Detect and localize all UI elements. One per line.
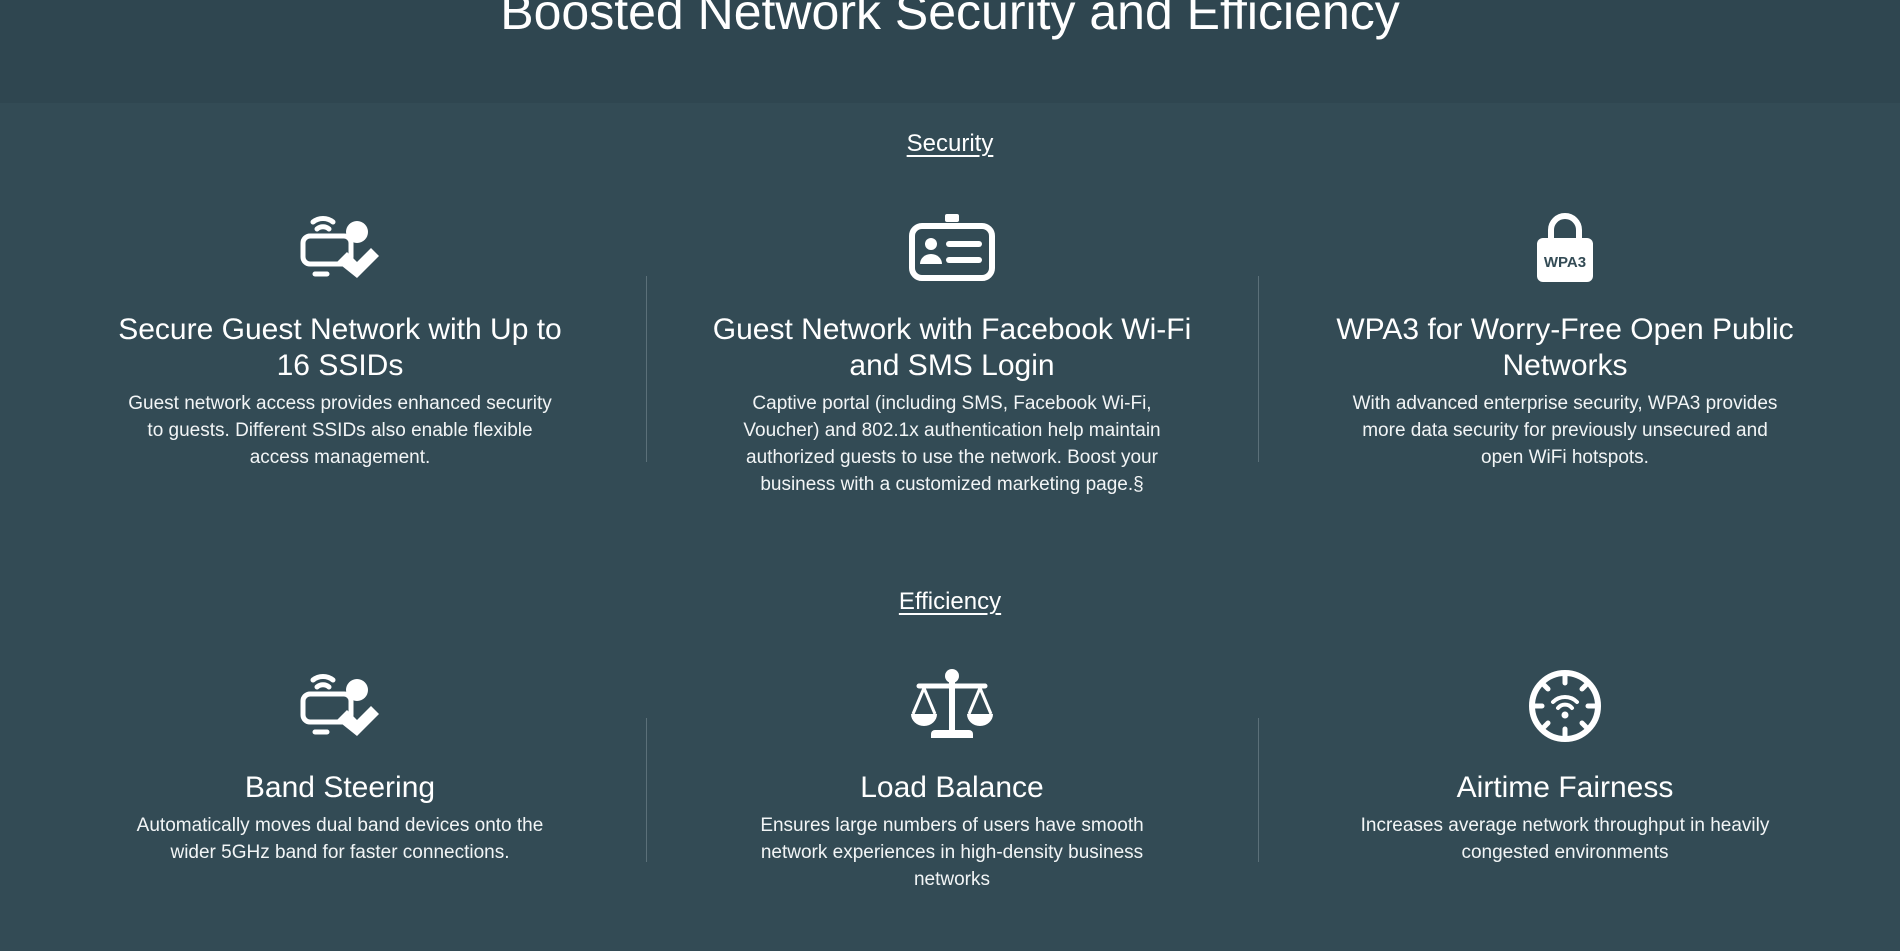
feature-secure-guest-network: Secure Guest Network with Up to 16 SSIDs…	[100, 208, 580, 471]
header-band	[0, 0, 1900, 103]
divider	[646, 276, 647, 462]
feature-title: Load Balance	[860, 771, 1044, 804]
page-title: Boosted Network Security and Efficiency	[500, 0, 1400, 40]
id-card-icon	[909, 214, 995, 281]
wifi-clock-icon	[1529, 670, 1601, 742]
feature-band-steering: Band Steering Automatically moves dual b…	[100, 666, 580, 866]
divider	[646, 718, 647, 862]
divider	[1258, 276, 1259, 462]
feature-facebook-wifi-sms: Guest Network with Facebook Wi-Fi and SM…	[712, 208, 1192, 498]
security-features-row: Secure Guest Network with Up to 16 SSIDs…	[0, 208, 1900, 538]
section-heading-security[interactable]: Security	[906, 130, 994, 157]
feature-title: Secure Guest Network with Up to 16 SSIDs	[118, 313, 562, 382]
balance-scale-icon	[911, 669, 993, 738]
divider	[1258, 718, 1259, 862]
feature-description: Guest network access provides enhanced s…	[128, 393, 552, 468]
section-heading-efficiency[interactable]: Efficiency	[898, 588, 1002, 615]
feature-airtime-fairness: Airtime Fairness Increases average netwo…	[1325, 666, 1805, 866]
feature-title: Guest Network with Facebook Wi-Fi and SM…	[712, 313, 1192, 382]
band-steering-icon	[300, 674, 379, 736]
wpa3-lock-icon: WPA3	[1537, 213, 1593, 282]
guest-network-icon	[300, 216, 379, 278]
feature-title: WPA3 for Worry-Free Open Public Networks	[1336, 313, 1794, 382]
feature-load-balance: Load Balance Ensures large numbers of us…	[712, 666, 1192, 893]
feature-description: Automatically moves dual band devices on…	[136, 815, 544, 863]
feature-description: Captive portal (including SMS, Facebook …	[743, 393, 1161, 495]
feature-title: Airtime Fairness	[1456, 771, 1674, 804]
feature-wpa3: WPA3 WPA3 for Worry-Free Open Public Net…	[1325, 208, 1805, 471]
feature-title: Band Steering	[244, 771, 436, 804]
feature-description: Ensures large numbers of users have smoo…	[760, 815, 1144, 890]
feature-description: With advanced enterprise security, WPA3 …	[1352, 393, 1778, 468]
feature-description: Increases average network throughput in …	[1360, 815, 1770, 863]
efficiency-features-row: Band Steering Automatically moves dual b…	[0, 666, 1900, 951]
wpa3-label: WPA3	[1544, 254, 1586, 271]
